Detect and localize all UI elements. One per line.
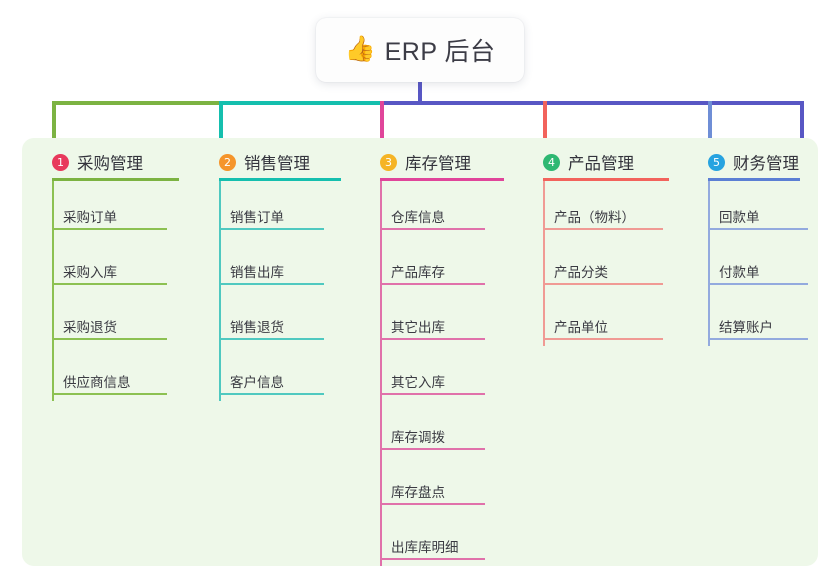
branch-item-rule <box>380 503 485 505</box>
branch-header-label: 销售管理 <box>244 155 310 173</box>
branch-item-label[interactable]: 客户信息 <box>230 375 284 390</box>
root-node-card[interactable]: 👍 ERP 后台 <box>316 18 524 82</box>
branch-item-label[interactable]: 其它出库 <box>391 320 445 335</box>
branch-item-label[interactable]: 仓库信息 <box>391 210 445 225</box>
branch-number-badge: 1 <box>52 153 69 171</box>
connector-drop-5 <box>708 101 712 143</box>
item-spine <box>708 291 710 346</box>
branch-header-label: 财务管理 <box>733 155 799 173</box>
connector-drop-end <box>800 101 804 143</box>
item-spine <box>219 291 221 346</box>
item-spine <box>380 181 382 236</box>
branch-item-label[interactable]: 库存盘点 <box>391 485 445 500</box>
root-node-content: 👍 ERP 后台 <box>344 32 495 68</box>
branch-item-label[interactable]: 销售订单 <box>230 210 284 225</box>
branch-header-rule <box>543 178 669 181</box>
branch-number-badge: 3 <box>380 153 397 171</box>
branch-item-rule <box>380 228 485 230</box>
branch-item-rule <box>380 283 485 285</box>
item-spine <box>219 236 221 291</box>
branch-item-label[interactable]: 销售出库 <box>230 265 284 280</box>
item-spine <box>219 346 221 401</box>
branch-item-rule <box>708 338 808 340</box>
item-spine <box>543 181 545 236</box>
item-spine <box>380 346 382 401</box>
item-spine <box>708 181 710 236</box>
item-spine <box>380 291 382 346</box>
branch-header-label: 采购管理 <box>77 155 143 173</box>
item-spine <box>543 236 545 291</box>
connector-horizontal-2 <box>219 101 384 105</box>
branch-item-rule <box>52 228 167 230</box>
branch-item-rule <box>708 283 808 285</box>
branch-item-rule <box>543 228 663 230</box>
item-spine <box>380 236 382 291</box>
thumbs-up-icon: 👍 <box>344 34 376 63</box>
trunk-connector <box>418 80 422 104</box>
branch-item-rule <box>380 558 485 560</box>
connector-horizontal-1 <box>52 101 223 105</box>
branch-header-rule <box>52 178 179 181</box>
branch-item-label[interactable]: 产品库存 <box>391 265 445 280</box>
branch-item-rule <box>543 338 663 340</box>
branch-item-label[interactable]: 采购订单 <box>63 210 117 225</box>
branch-item-label[interactable]: 付款单 <box>719 265 760 280</box>
branch-item-label[interactable]: 产品分类 <box>554 265 608 280</box>
branch-item-label[interactable]: 产品单位 <box>554 320 608 335</box>
branch-item-rule <box>219 393 324 395</box>
branch-header-label: 产品管理 <box>568 155 634 173</box>
item-spine <box>380 456 382 511</box>
branch-item-label[interactable]: 其它入库 <box>391 375 445 390</box>
item-spine <box>708 236 710 291</box>
branch-item-label[interactable]: 采购退货 <box>63 320 117 335</box>
branch-item-rule <box>52 283 167 285</box>
branch-item-label[interactable]: 回款单 <box>719 210 760 225</box>
branch-item-label[interactable]: 出库库明细 <box>391 540 459 555</box>
branch-number-badge: 4 <box>543 153 560 171</box>
branch-item-label[interactable]: 库存调拨 <box>391 430 445 445</box>
page-title: ERP 后台 <box>384 38 496 66</box>
branch-header-label: 库存管理 <box>405 155 471 173</box>
branch-item-label[interactable]: 产品（物料） <box>554 210 635 225</box>
connector-drop-1 <box>52 101 56 143</box>
branch-header-rule <box>708 178 800 181</box>
branch-header-rule <box>380 178 504 181</box>
branch-item-rule <box>219 338 324 340</box>
branch-item-rule <box>380 338 485 340</box>
connector-drop-3 <box>380 101 384 143</box>
connector-drop-2 <box>219 101 223 143</box>
item-spine <box>52 181 54 236</box>
connector-horizontal-3 <box>380 101 804 105</box>
branch-item-rule <box>708 228 808 230</box>
branch-number-badge: 5 <box>708 153 725 171</box>
branch-item-label[interactable]: 采购入库 <box>63 265 117 280</box>
item-spine <box>380 511 382 566</box>
branch-header-1[interactable]: 1 采购管理 <box>30 142 217 182</box>
branch-header-5[interactable]: 5 财务管理 <box>686 142 838 182</box>
branch-item-rule <box>52 338 167 340</box>
branch-item-rule <box>543 283 663 285</box>
branch-item-rule <box>52 393 167 395</box>
branch-item-label[interactable]: 结算账户 <box>719 320 773 335</box>
item-spine <box>380 401 382 456</box>
item-spine <box>52 346 54 401</box>
item-spine <box>543 291 545 346</box>
branch-number-badge: 2 <box>219 153 236 171</box>
item-spine <box>52 236 54 291</box>
branch-header-2[interactable]: 2 销售管理 <box>197 142 379 182</box>
branch-panel <box>22 138 818 566</box>
connector-drop-4 <box>543 101 547 143</box>
item-spine <box>52 291 54 346</box>
branch-item-label[interactable]: 供应商信息 <box>63 375 131 390</box>
branch-item-rule <box>219 283 324 285</box>
branch-header-3[interactable]: 3 库存管理 <box>358 142 542 182</box>
item-spine <box>219 181 221 236</box>
branch-header-rule <box>219 178 341 181</box>
branch-item-rule <box>380 448 485 450</box>
branch-header-4[interactable]: 4 产品管理 <box>521 142 707 182</box>
branch-item-rule <box>219 228 324 230</box>
branch-item-label[interactable]: 销售退货 <box>230 320 284 335</box>
branch-item-rule <box>380 393 485 395</box>
